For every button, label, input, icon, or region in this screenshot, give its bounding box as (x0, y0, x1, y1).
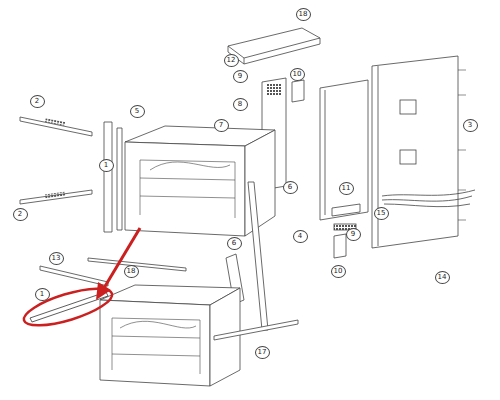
callout-number: 1 (99, 159, 114, 172)
callout-number: 4 (293, 230, 308, 243)
callout-number: 1 (35, 288, 50, 301)
callout-number: 10 (331, 265, 346, 278)
callout-number: 3 (463, 119, 478, 132)
callout-number: 6 (227, 237, 242, 250)
callout-number: 18 (296, 8, 311, 21)
callout-number: 13 (49, 252, 64, 265)
callout-number: 8 (233, 98, 248, 111)
callout-number: 9 (346, 228, 361, 241)
callout-number: 6 (283, 181, 298, 194)
callout-number: 15 (374, 207, 389, 220)
callout-number: 11 (339, 182, 354, 195)
callout-number: 7 (214, 119, 229, 132)
callout-number: 2 (13, 208, 28, 221)
callout-number: 2 (30, 95, 45, 108)
callout-number: 14 (435, 271, 450, 284)
callout-number: 12 (224, 54, 239, 67)
callout-number: 18 (124, 265, 139, 278)
callout-number: 5 (130, 105, 145, 118)
callout-number: 17 (255, 346, 270, 359)
callout-number: 9 (233, 70, 248, 83)
callout-number: 10 (290, 68, 305, 81)
